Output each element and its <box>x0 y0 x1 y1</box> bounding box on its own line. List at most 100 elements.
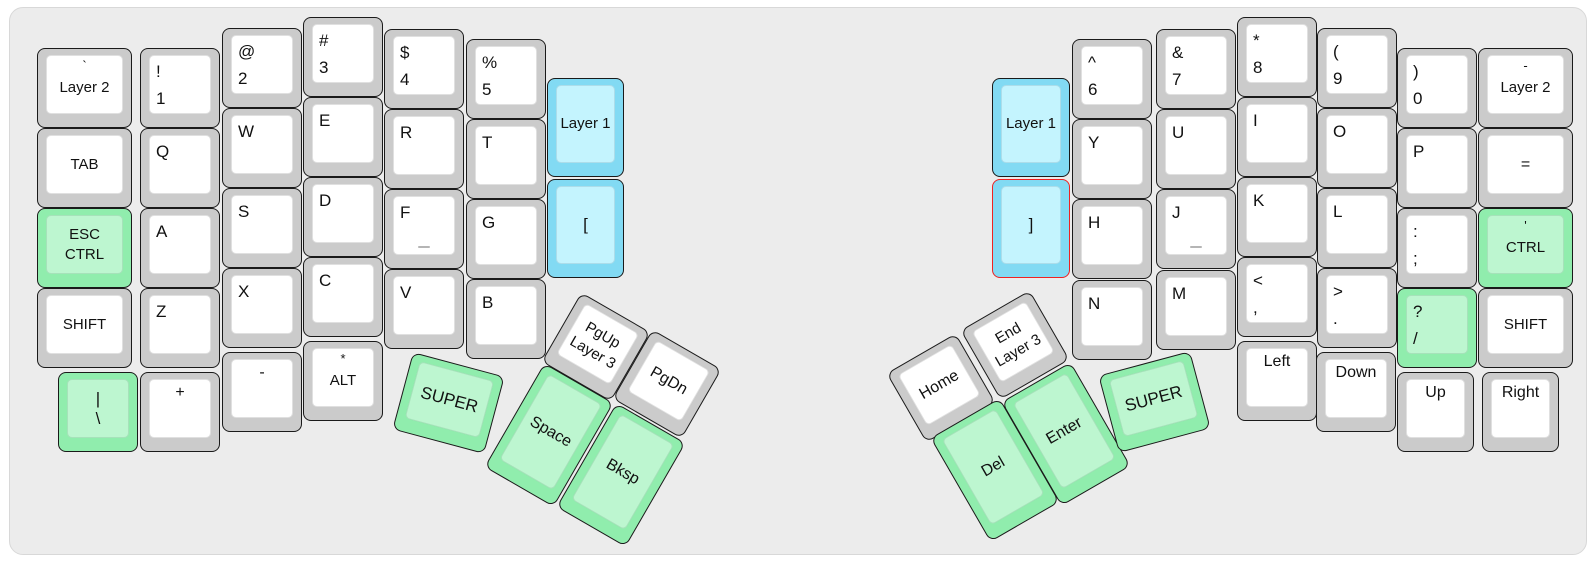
homing-bar <box>1190 245 1202 248</box>
keycap-face: (9 <box>1326 35 1388 94</box>
key-j[interactable]: J <box>1156 189 1236 269</box>
key-lbracket[interactable]: [ <box>547 179 624 278</box>
key-question-slash[interactable]: ?/ <box>1397 288 1477 368</box>
key-label: R <box>400 123 413 142</box>
key-c[interactable]: C <box>303 257 383 337</box>
key-percent-5[interactable]: %5 <box>466 39 546 119</box>
keycap-face: R <box>393 116 455 175</box>
keycap-face: Layer 1 <box>1001 85 1061 163</box>
keycap-face: )0 <box>1406 55 1468 114</box>
keycap-face: G <box>475 206 537 265</box>
keycap-face: Down <box>1325 359 1387 418</box>
key-k[interactable]: K <box>1237 177 1317 257</box>
key-super-right[interactable]: SUPER <box>1098 351 1211 453</box>
key-at-2[interactable]: @2 <box>222 28 302 108</box>
key-label: Layer 2 <box>1500 79 1551 96</box>
key-lt-comma[interactable]: <, <box>1237 257 1317 337</box>
keycap-face: -Layer 2 <box>1487 55 1564 114</box>
key-plus[interactable]: + <box>140 372 220 452</box>
key-l[interactable]: L <box>1317 188 1397 268</box>
keycap-face: T <box>475 126 537 185</box>
key-label: W <box>238 122 255 141</box>
key-layer1-right[interactable]: Layer 1 <box>992 78 1070 177</box>
key-label: ALT <box>329 372 357 389</box>
key-grave-layer2[interactable]: `Layer 2 <box>37 48 132 128</box>
key-h[interactable]: H <box>1072 199 1152 279</box>
key-arrow-left[interactable]: Left <box>1237 341 1317 421</box>
key-q[interactable]: Q <box>140 128 220 208</box>
key-e[interactable]: E <box>303 97 383 177</box>
key-o[interactable]: O <box>1317 108 1397 188</box>
key-r[interactable]: R <box>384 109 464 189</box>
key-equals[interactable]: = <box>1478 128 1573 208</box>
key-shift-left[interactable]: SHIFT <box>37 288 132 368</box>
key-m[interactable]: M <box>1156 270 1236 350</box>
key-super-left[interactable]: SUPER <box>392 352 505 454</box>
key-minus-layer2[interactable]: -Layer 2 <box>1478 48 1573 128</box>
key-a[interactable]: A <box>140 208 220 288</box>
key-arrow-right[interactable]: Right <box>1482 372 1559 452</box>
key-label: ` <box>82 58 87 73</box>
key-label: & <box>1172 43 1184 62</box>
key-colon-semicolon[interactable]: :; <box>1397 208 1477 288</box>
key-label: TAB <box>70 155 99 173</box>
key-z[interactable]: Z <box>140 288 220 368</box>
key-pipe-backslash[interactable]: |\ <box>58 372 138 452</box>
key-hash-3[interactable]: #3 <box>303 17 383 97</box>
key-w[interactable]: W <box>222 108 302 188</box>
key-exclam-1[interactable]: !1 <box>140 48 220 128</box>
keycap-face: O <box>1326 115 1388 174</box>
key-arrow-up[interactable]: Up <box>1397 372 1474 452</box>
key-label: Layer 1 <box>1005 115 1057 132</box>
key-amp-7[interactable]: &7 <box>1156 29 1236 109</box>
keycap-face: Q <box>149 135 211 194</box>
key-tab[interactable]: TAB <box>37 128 132 208</box>
key-i[interactable]: I <box>1237 97 1317 177</box>
key-lparen-9[interactable]: (9 <box>1317 28 1397 108</box>
key-label: ? <box>1413 302 1423 321</box>
key-layer1-left[interactable]: Layer 1 <box>547 78 624 177</box>
key-asterisk-8[interactable]: *8 <box>1237 17 1317 97</box>
key-dollar-4[interactable]: $4 <box>384 29 464 109</box>
key-y[interactable]: Y <box>1072 119 1152 199</box>
key-minus-left[interactable]: - <box>222 352 302 432</box>
keycap-face: Home <box>897 343 981 427</box>
keycap-face: &7 <box>1165 36 1227 95</box>
keycap-face: - <box>231 359 293 418</box>
keycap-face: B <box>475 286 537 345</box>
key-label: E <box>319 111 331 130</box>
key-gt-period[interactable]: >. <box>1317 268 1397 348</box>
key-n[interactable]: N <box>1072 280 1152 360</box>
key-p[interactable]: P <box>1397 128 1477 208</box>
key-label: > <box>1333 282 1343 301</box>
key-rbracket[interactable]: ] <box>992 179 1070 278</box>
key-label: , <box>1253 298 1258 317</box>
homing-bar <box>418 245 430 248</box>
keycap-face: Left <box>1246 348 1308 407</box>
key-v[interactable]: V <box>384 269 464 349</box>
key-label: . <box>1333 309 1338 328</box>
key-t[interactable]: T <box>466 119 546 199</box>
key-s[interactable]: S <box>222 188 302 268</box>
key-f[interactable]: F <box>384 189 464 269</box>
key-x[interactable]: X <box>222 268 302 348</box>
key-arrow-down[interactable]: Down <box>1316 352 1396 432</box>
key-shift-right[interactable]: SHIFT <box>1478 288 1573 368</box>
key-quote-ctrl[interactable]: 'CTRL <box>1478 208 1573 288</box>
key-asterisk-alt[interactable]: * ALT <box>303 341 383 421</box>
key-rparen-0[interactable]: )0 <box>1397 48 1477 128</box>
keycap-face: ?/ <box>1406 295 1468 354</box>
key-g[interactable]: G <box>466 199 546 279</box>
key-d[interactable]: D <box>303 177 383 257</box>
key-caret-6[interactable]: ^6 <box>1072 39 1152 119</box>
key-label: SUPER <box>1122 381 1185 415</box>
keycap-face: $4 <box>393 36 455 95</box>
keycap-face: Right <box>1491 379 1550 438</box>
key-b[interactable]: B <box>466 279 546 359</box>
key-u[interactable]: U <box>1156 109 1236 189</box>
key-label: * <box>340 351 346 366</box>
